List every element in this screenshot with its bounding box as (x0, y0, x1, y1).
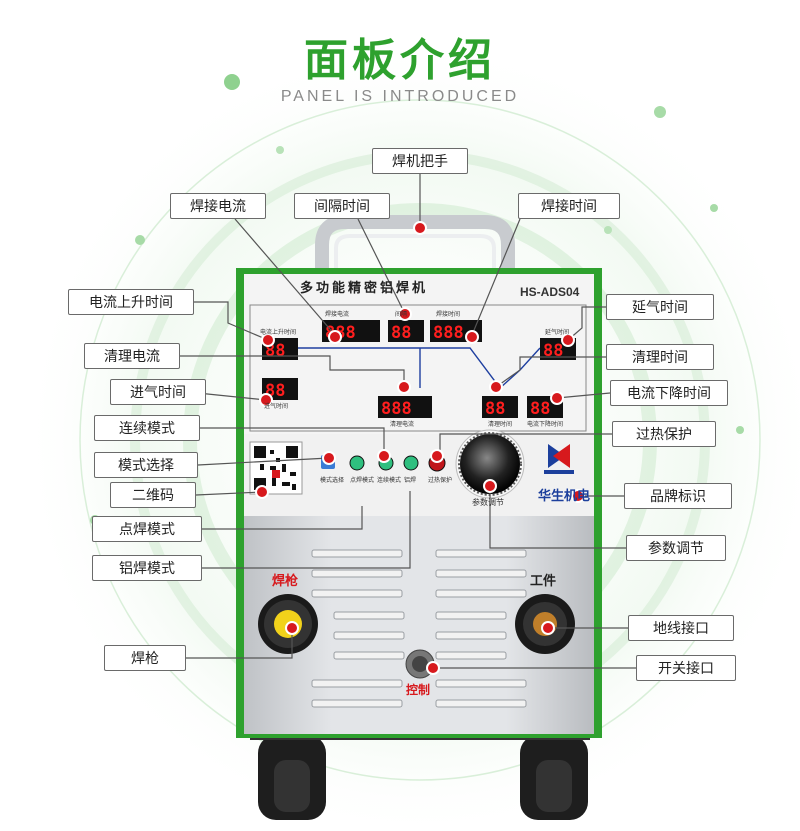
torch-panel-label: 焊枪 (272, 573, 298, 589)
label-interval-time: 间隔时间 (294, 193, 390, 219)
svg-text:88: 88 (543, 341, 563, 361)
control-panel-label: 控制 (406, 682, 430, 697)
callout-dots (255, 221, 585, 675)
brand-name: 华生机电 (538, 488, 590, 504)
label-handle: 焊机把手 (372, 148, 468, 174)
label-aluminum-mode: 铝焊模式 (92, 555, 202, 581)
label-qr-code: 二维码 (110, 482, 196, 508)
machine-name: 多功能精密铝焊机 (300, 280, 428, 296)
label-clean-current: 清理电流 (84, 343, 180, 369)
label-clean-time: 清理时间 (606, 344, 714, 370)
button-label-overheat: 过热保护 (428, 476, 452, 484)
display-label-clean-time: 清理时间 (488, 420, 512, 428)
knob-label: 参数调节 (472, 497, 504, 507)
panel-schematic-lines (285, 347, 541, 389)
display-label-pre-gas: 进气时间 (264, 402, 288, 410)
machine-model: HS-ADS04 (520, 285, 580, 299)
display-label-fall-time: 电流下降时间 (527, 420, 563, 428)
svg-text:888: 888 (381, 399, 412, 419)
label-spot-mode: 点焊模式 (92, 516, 202, 542)
svg-text:88: 88 (530, 399, 550, 419)
work-panel-label: 工件 (530, 573, 556, 589)
label-brand: 品牌标识 (624, 483, 732, 509)
brand-logo (544, 444, 574, 474)
machine-handle (315, 215, 515, 270)
button-label-spot: 点焊模式 (350, 476, 374, 484)
label-weld-current: 焊接电流 (170, 193, 266, 219)
label-rise-time: 电流上升时间 (68, 289, 194, 315)
label-switch-port: 开关接口 (636, 655, 736, 681)
display-label-interval: 间隔 (395, 310, 407, 318)
qr-code-image (249, 441, 303, 495)
label-pre-gas: 进气时间 (110, 379, 206, 405)
button-label-mode-select: 模式选择 (320, 476, 344, 484)
button-label-continuous: 连续模式 (377, 476, 401, 484)
label-fall-time: 电流下降时间 (610, 380, 728, 406)
display-label-weld-current: 焊接电流 (325, 310, 349, 318)
param-knob (455, 429, 525, 499)
svg-text:88: 88 (485, 399, 505, 419)
svg-text:888: 888 (433, 323, 464, 343)
label-param-adjust: 参数调节 (626, 535, 726, 561)
label-weld-time: 焊接时间 (518, 193, 620, 219)
torch-port (258, 594, 318, 654)
label-continuous-mode: 连续模式 (94, 415, 200, 441)
label-mode-select: 模式选择 (94, 452, 198, 478)
button-label-aluminum: 铝焊 (404, 476, 416, 484)
display-label-clean-current: 清理电流 (390, 420, 414, 428)
label-torch: 焊枪 (104, 645, 186, 671)
display-label-rise-time: 电流上升时间 (260, 328, 296, 336)
label-overheat: 过热保护 (612, 421, 716, 447)
vent-slots (311, 549, 527, 708)
page-title: 面板介绍 (304, 35, 496, 86)
display-label-post-gas: 延气时间 (545, 328, 569, 336)
display-label-weld-time: 焊接时间 (436, 310, 460, 318)
label-post-gas: 延气时间 (606, 294, 714, 320)
led-displays: 888 88 888 88 88 88 888 88 88 (262, 320, 576, 419)
svg-text:88: 88 (391, 323, 411, 343)
page-subtitle: PANEL IS INTRODUCED (280, 88, 520, 105)
label-ground-port: 地线接口 (628, 615, 734, 641)
